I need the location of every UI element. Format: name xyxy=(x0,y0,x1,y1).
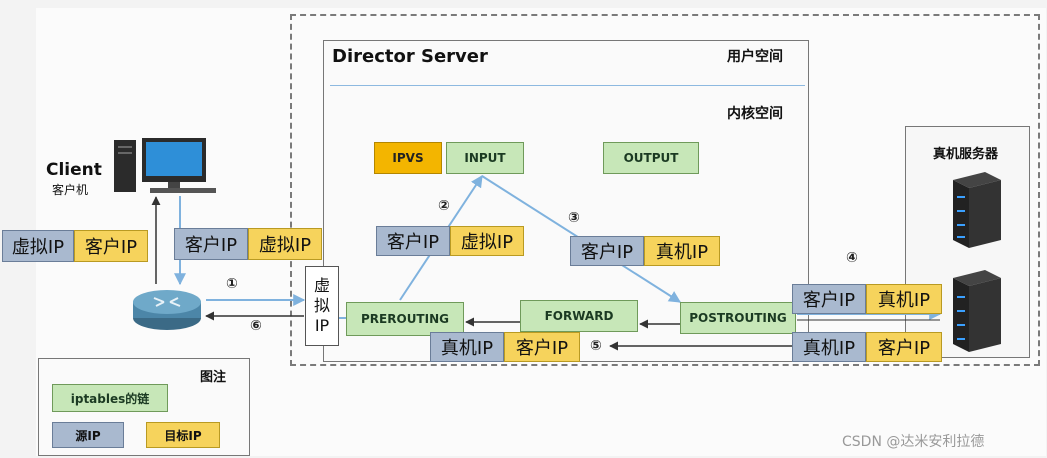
step-2-label: ② xyxy=(438,198,450,214)
packet-client-out-dst: 虚拟IP xyxy=(248,228,322,260)
packet-left-src: 虚拟IP xyxy=(2,230,74,262)
chain-prerouting: PREROUTING xyxy=(346,302,464,336)
director-dashed-region xyxy=(290,14,1040,366)
packet-step2-dst: 虚拟IP xyxy=(450,226,524,256)
packet-step5-dst: 客户IP xyxy=(504,332,580,362)
watermark: CSDN @达米安利拉德 xyxy=(842,434,985,450)
packet-step3-src: 客户IP xyxy=(570,236,644,266)
packet-step4-dst: 真机IP xyxy=(866,284,942,314)
step-6-label: ⑥ xyxy=(250,318,262,334)
packet-return-right-src: 真机IP xyxy=(792,332,866,362)
virtual-ip-box: 虚 拟 IP xyxy=(305,266,339,346)
legend-title: 图注 xyxy=(200,370,227,385)
real-server-title: 真机服务器 xyxy=(933,147,999,162)
packet-step4-src: 客户IP xyxy=(792,284,866,314)
server-rack-icon-2 xyxy=(953,270,1001,352)
vip-char-1: 虚 xyxy=(313,276,330,295)
chain-ipvs: IPVS xyxy=(374,142,442,174)
packet-client-out-src: 客户IP xyxy=(174,228,248,260)
step-1-label: ① xyxy=(226,276,238,292)
director-server-title: Director Server xyxy=(332,46,488,67)
packet-step5-src: 真机IP xyxy=(430,332,504,362)
chain-forward: FORWARD xyxy=(520,300,638,332)
client-subtitle: 客户机 xyxy=(52,183,89,197)
kernel-space-label: 内核空间 xyxy=(727,106,783,122)
packet-step2-src: 客户IP xyxy=(376,226,450,256)
server-rack-icon xyxy=(953,172,1001,248)
chain-postrouting: POSTROUTING xyxy=(680,302,796,334)
step-5-label: ⑤ xyxy=(590,338,602,354)
router-icon xyxy=(133,290,201,330)
step-3-label: ③ xyxy=(568,210,580,226)
chain-output: OUTPUT xyxy=(603,142,699,174)
vip-char-3: IP xyxy=(314,316,330,335)
vip-char-2: 拟 xyxy=(313,296,330,315)
packet-step3-dst: 真机IP xyxy=(644,236,720,266)
legend-chain-sample: iptables的链 xyxy=(52,384,168,412)
user-space-label: 用户空间 xyxy=(727,49,783,65)
computer-icon xyxy=(114,138,216,193)
user-kernel-divider xyxy=(330,85,805,86)
packet-left-dst: 客户IP xyxy=(74,230,148,262)
step-4-label: ④ xyxy=(846,250,858,266)
client-title: Client xyxy=(46,160,102,180)
chain-input: INPUT xyxy=(446,142,524,174)
packet-return-right-dst: 客户IP xyxy=(866,332,942,362)
legend-src-sample: 源IP xyxy=(52,422,124,448)
legend-dst-sample: 目标IP xyxy=(146,422,220,448)
